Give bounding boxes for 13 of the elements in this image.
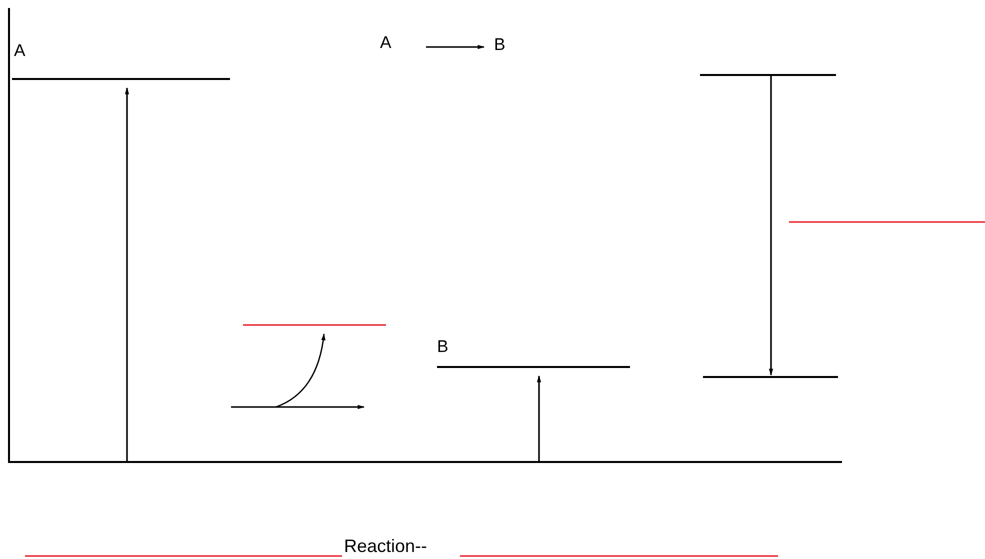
energy-level-line [703,375,838,378]
arrow [426,44,485,50]
arrow [536,375,542,462]
energy-level-line [437,338,630,368]
axis-label: Reaction-- [344,537,428,555]
energy-level-line [12,42,230,80]
state-label: A [380,34,396,56]
arrow [124,87,130,462]
state-label: B [494,36,510,58]
state-label: B [437,338,448,355]
energy-level-line [700,73,836,76]
arrow [768,76,774,376]
state-label: A [14,42,26,59]
